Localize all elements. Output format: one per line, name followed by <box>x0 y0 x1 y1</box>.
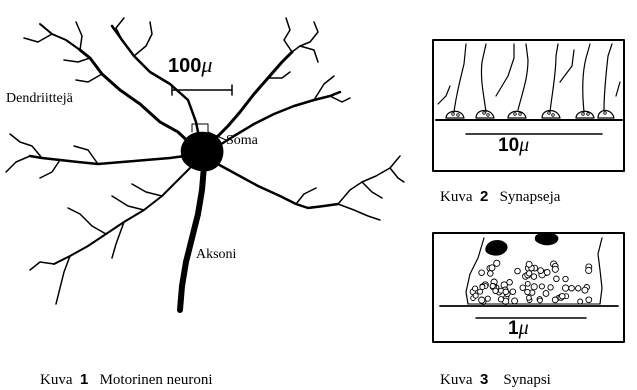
dendrite-lower-left <box>30 164 194 304</box>
synaptic-vesicle <box>548 285 553 290</box>
dendrite-top <box>112 18 200 142</box>
synaptic-vesicle <box>554 276 560 282</box>
dendrite-upper-right <box>212 18 318 142</box>
synaptic-vesicle <box>527 295 532 300</box>
synaptic-vesicle <box>539 284 544 289</box>
scale-label-10: 10μ <box>498 135 529 155</box>
caption-number-3: 3 <box>480 371 488 388</box>
dendrites-label: Dendriittejä <box>6 92 73 106</box>
scale-unit-1: μ <box>519 317 529 339</box>
synaptic-vesicle <box>489 265 495 271</box>
scale-label-100: 100μ <box>168 54 212 76</box>
synaptic-vesicle <box>520 285 526 291</box>
synaptic-vesicle <box>485 296 490 301</box>
soma-label: Soma <box>226 134 258 148</box>
synaptic-vesicle <box>479 297 485 303</box>
scale-unit-10: μ <box>519 134 529 156</box>
synaptic-vesicle <box>498 297 503 302</box>
caption-figure-3: Kuva 3 Synapsi <box>440 372 551 388</box>
synaptic-vesicle <box>538 268 544 274</box>
scale-label-1: 1μ <box>508 318 529 338</box>
synaptic-vesicle <box>493 288 498 293</box>
scale-value-1: 1 <box>508 318 519 339</box>
caption-word-2: Kuva <box>440 189 473 205</box>
synaptic-vesicle <box>552 297 558 303</box>
synaptic-vesicle <box>563 276 568 281</box>
synaptic-vesicle <box>586 267 592 273</box>
caption-text-1: Motorinen neuroni <box>100 372 213 388</box>
synaptic-vesicle <box>494 260 500 266</box>
synaptic-vesicle <box>543 291 549 297</box>
synaptic-vesicle <box>526 261 532 267</box>
dendrite-lower-right <box>214 156 404 220</box>
synaptic-vesicle <box>490 283 495 288</box>
synaptic-vesicle <box>578 299 583 304</box>
caption-figure-2: Kuva 2 Synapseja <box>440 189 560 205</box>
soma <box>182 133 223 171</box>
caption-figure-1: Kuva 1 Motorinen neuroni <box>40 372 213 388</box>
scale-unit-100: μ <box>201 52 212 77</box>
caption-word-1: Kuva <box>40 372 73 388</box>
synaptic-vesicle <box>552 266 558 272</box>
synaptic-vesicle <box>562 285 568 291</box>
synaptic-vesicle <box>525 289 530 294</box>
synaptic-vesicle <box>479 270 485 276</box>
synaptic-vesicle <box>531 284 537 290</box>
axon-label: Aksoni <box>196 248 236 262</box>
scale-value-10: 10 <box>498 135 519 156</box>
synaptic-vesicle <box>582 287 588 293</box>
synaptic-vesicle <box>525 281 530 286</box>
synaptic-vesicle <box>544 270 550 276</box>
scale-value-100: 100 <box>168 55 201 77</box>
synaptic-vesicle <box>473 293 478 298</box>
synaptic-vesicle <box>586 297 592 303</box>
synaptic-vesicle <box>503 289 509 295</box>
dendrite-left <box>6 134 192 178</box>
caption-number-1: 1 <box>80 371 88 388</box>
synaptic-vesicle <box>488 271 494 277</box>
synaptic-vesicle <box>569 285 575 291</box>
caption-text-2: Synapseja <box>500 189 561 205</box>
synaptic-vesicle <box>576 286 581 291</box>
axon <box>180 166 204 310</box>
synaptic-vesicle <box>527 271 532 276</box>
caption-number-2: 2 <box>480 188 488 205</box>
synaptic-vesicle <box>560 293 566 299</box>
caption-text-3: Synapsi <box>503 372 551 388</box>
synaptic-vesicle <box>512 298 518 304</box>
synaptic-vesicle <box>473 286 478 291</box>
synaptic-vesicle <box>510 289 516 295</box>
synaptic-vesicle <box>538 298 543 303</box>
synaptic-vesicle <box>515 268 521 274</box>
caption-word-3: Kuva <box>440 372 473 388</box>
synaptic-vesicle <box>480 285 485 290</box>
